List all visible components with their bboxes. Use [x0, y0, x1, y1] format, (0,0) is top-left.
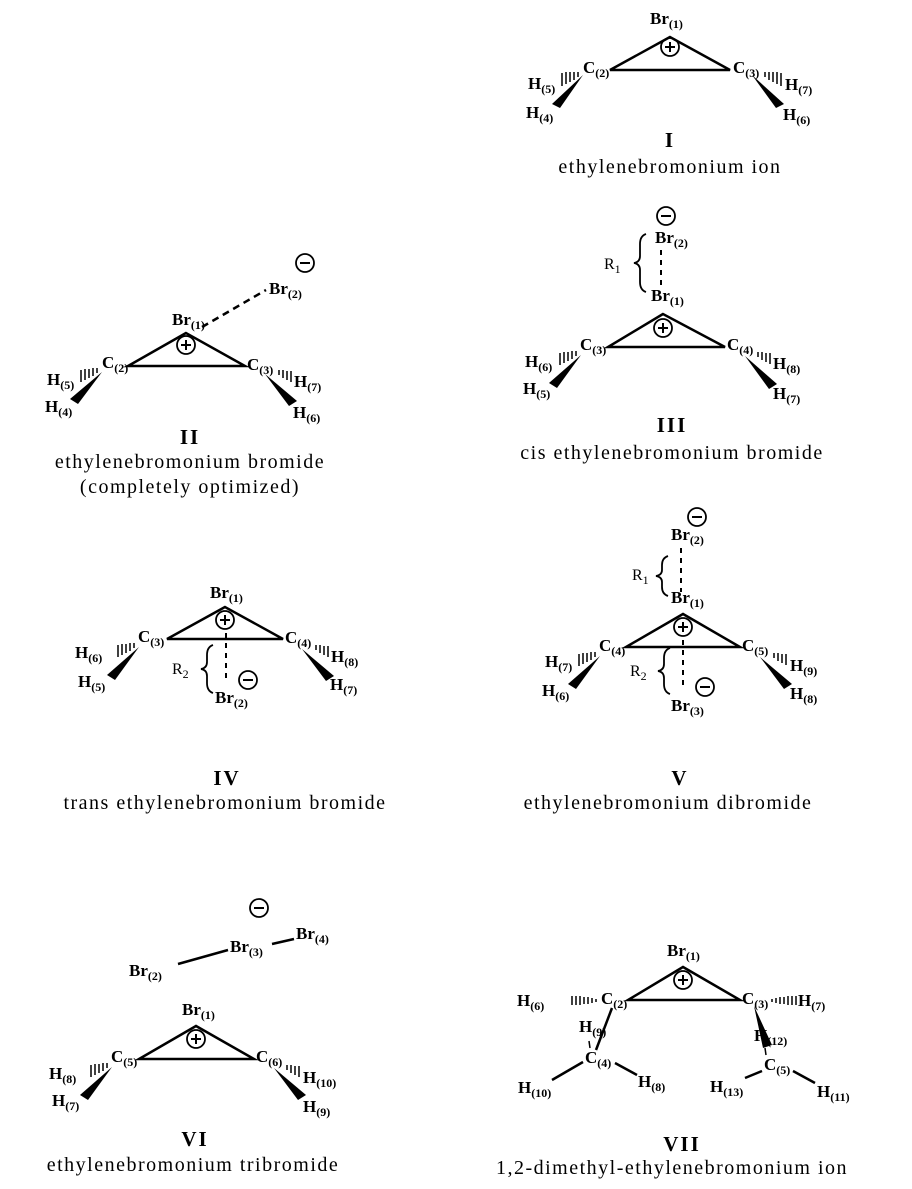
name-I: ethylenebromonium ion [558, 156, 781, 178]
atom-c6: C(6) [256, 1047, 282, 1069]
atom-h8: H(8) [638, 1072, 665, 1094]
structure-VI: Br(2) Br(3) Br(4) Br(1) C(5) C(6) H(8) H… [47, 898, 340, 1176]
atom-br2: Br(2) [215, 688, 248, 710]
numeral-II: II [180, 425, 200, 449]
atom-h11: H(11) [817, 1082, 850, 1104]
atom-h6: H(6) [542, 681, 569, 703]
name-V: ethylenebromonium dibromide [524, 792, 813, 814]
atom-br1: Br(1) [182, 1000, 215, 1022]
structure-II: Br(2) Br(1) C(2) C(3) H(5) H(4) H(7) H(6… [45, 253, 325, 498]
atom-br4: Br(4) [296, 924, 329, 946]
name-III: cis ethylenebromonium bromide [520, 442, 823, 464]
atom-h8: H(8) [331, 647, 358, 669]
atom-c3: C(3) [138, 627, 164, 649]
numeral-III: III [657, 413, 688, 437]
atom-h6: H(6) [783, 105, 810, 127]
atom-h9: H(9) [303, 1097, 330, 1119]
name-VI: ethylenebromonium tribromide [47, 1154, 340, 1176]
atom-h6: H(6) [293, 403, 320, 425]
atom-br3: Br(3) [671, 696, 704, 718]
atom-c5: C(5) [764, 1055, 790, 1077]
atom-h7: H(7) [330, 675, 357, 697]
structure-I: Br(1) C(2) C(3) H(5) H(4) H(7) H(6) I et… [526, 9, 812, 178]
structure-III: Br(2) R1 Br(1) C(3) C(4) H(6) H(5) H(8) … [520, 206, 823, 464]
atom-h4: H(4) [526, 103, 553, 125]
numeral-VI: VI [181, 1127, 208, 1151]
atom-h8: H(8) [49, 1064, 76, 1086]
name-VII: 1,2-dimethyl-ethylenebromonium ion [496, 1157, 848, 1179]
atom-h7: H(7) [785, 75, 812, 97]
atom-c4: C(4) [727, 335, 753, 357]
atom-h6: H(6) [517, 991, 544, 1013]
structure-VII: Br(1) C(2) C(3) H(6) H(7) H(9) C(4) H(10… [496, 941, 850, 1179]
atom-c4: C(4) [285, 628, 311, 650]
atom-h10: H(10) [518, 1078, 551, 1100]
label-r1: R1 [632, 567, 649, 587]
structure-V: Br(2) R1 Br(1) R2 Br(3) C(4) C(5) H(7) H… [524, 507, 817, 814]
atom-h9: H(9) [579, 1017, 606, 1039]
atom-h10: H(10) [303, 1068, 336, 1090]
atom-h13: H(13) [710, 1077, 743, 1099]
atom-c2: C(2) [601, 989, 627, 1011]
atom-h6: H(6) [75, 643, 102, 665]
atom-c3: C(3) [247, 355, 273, 377]
atom-h12: H(12) [754, 1026, 787, 1048]
atom-h4: H(4) [45, 397, 72, 419]
atom-h7: H(7) [294, 372, 321, 394]
atom-h7: H(7) [773, 384, 800, 406]
atom-h6: H(6) [525, 352, 552, 374]
atom-h5: H(5) [528, 74, 555, 96]
atom-c5: C(5) [742, 636, 768, 658]
numeral-IV: IV [213, 766, 240, 790]
atom-br1: Br(1) [651, 286, 684, 308]
label-r1: R1 [604, 256, 621, 276]
atom-h7: H(7) [545, 652, 572, 674]
label-r2: R2 [630, 663, 647, 683]
atom-c3: C(3) [733, 58, 759, 80]
name-II-note: (completely optimized) [80, 476, 300, 498]
atom-c5: C(5) [111, 1047, 137, 1069]
atom-h8: H(8) [790, 684, 817, 706]
atom-h7: H(7) [798, 991, 825, 1013]
atom-h9: H(9) [790, 656, 817, 678]
numeral-V: V [671, 766, 688, 790]
atom-c2: C(2) [583, 58, 609, 80]
structure-IV: Br(1) R2 Br(2) C(3) C(4) H(6) H(5) H(8) … [63, 583, 386, 814]
numeral-I: I [665, 128, 675, 152]
atom-br2: Br(2) [655, 228, 688, 250]
numeral-VII: VII [663, 1132, 701, 1156]
atom-br1: Br(1) [671, 588, 704, 610]
atom-c4: C(4) [599, 636, 625, 658]
atom-h5: H(5) [78, 672, 105, 694]
atom-c3: C(3) [742, 989, 768, 1011]
atom-br2: Br(2) [129, 961, 162, 983]
label-r2: R2 [172, 661, 189, 681]
atom-br2: Br(2) [671, 525, 704, 547]
atom-c4: C(4) [585, 1048, 611, 1070]
atom-h5: H(5) [47, 370, 74, 392]
atom-c2: C(2) [102, 353, 128, 375]
atom-br1: Br(1) [667, 941, 700, 963]
atom-br1: Br(1) [172, 310, 205, 332]
name-IV: trans ethylenebromonium bromide [63, 792, 386, 814]
atom-h8: H(8) [773, 354, 800, 376]
name-II: ethylenebromonium bromide [55, 451, 325, 473]
atom-br1: Br(1) [210, 583, 243, 605]
atom-br3: Br(3) [230, 937, 263, 959]
atom-h5: H(5) [523, 379, 550, 401]
atom-br2: Br(2) [269, 279, 302, 301]
atom-h7: H(7) [52, 1091, 79, 1113]
atom-c3: C(3) [580, 335, 606, 357]
atom-br1: Br(1) [650, 9, 683, 31]
